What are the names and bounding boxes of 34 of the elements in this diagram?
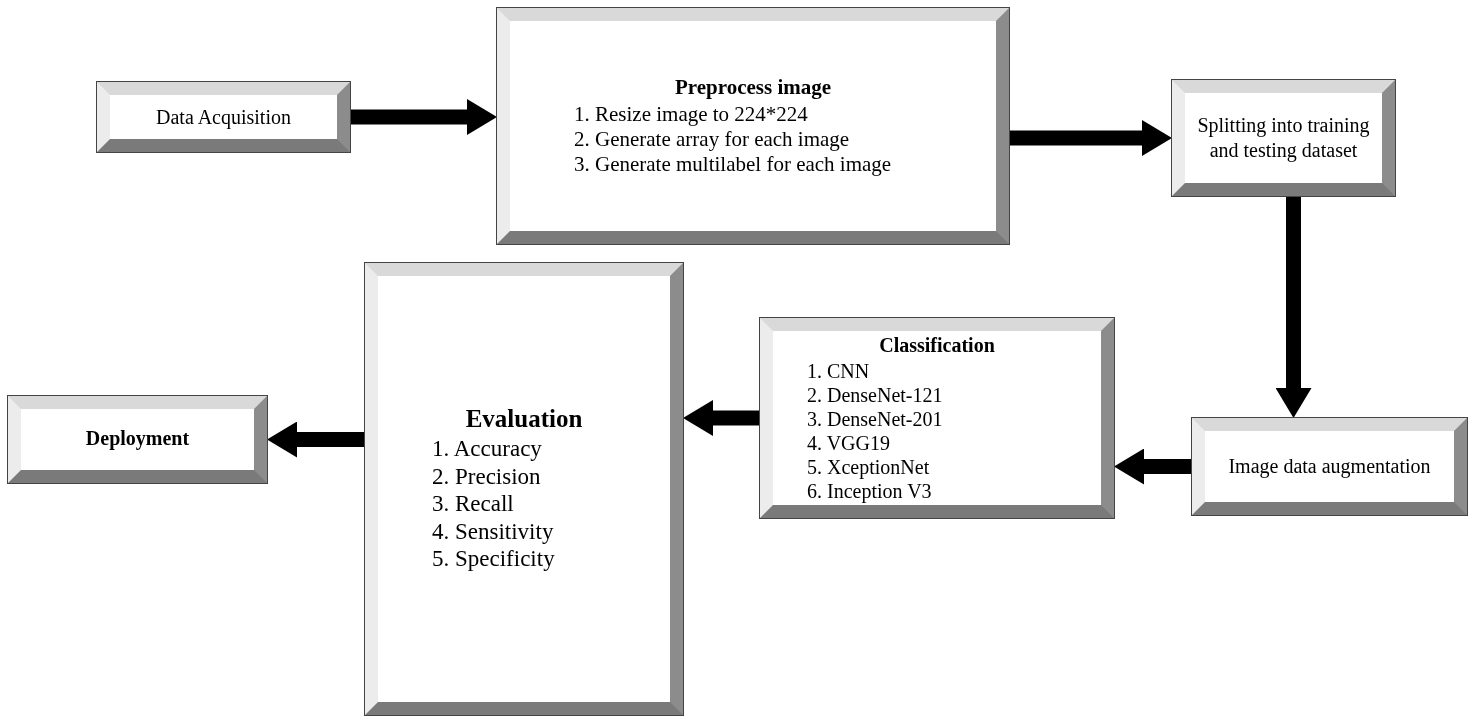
list-item: 3. Recall xyxy=(431,490,515,518)
process-box xyxy=(1172,80,1395,196)
list-item: 3. Generate multilabel for each image xyxy=(573,152,893,178)
arrow xyxy=(1009,120,1172,156)
list-item: 4. VGG19 xyxy=(806,430,891,455)
process-box xyxy=(8,396,267,483)
process-box xyxy=(497,8,1009,244)
arrow xyxy=(267,421,365,458)
arrow xyxy=(350,99,497,135)
box-label: Data Acquisition xyxy=(155,104,292,130)
arrow xyxy=(683,400,760,436)
arrow xyxy=(1114,448,1192,485)
list-item: 3. DenseNet-201 xyxy=(806,406,944,431)
arrow xyxy=(1275,196,1312,418)
list-item: 5. Specificity xyxy=(431,545,556,573)
list-item: 1. CNN xyxy=(806,358,871,383)
list-item: 4. Sensitivity xyxy=(431,517,555,546)
list-item: 2. DenseNet-121 xyxy=(806,382,944,407)
box-heading: Evaluation xyxy=(464,405,584,433)
process-box xyxy=(1192,418,1467,515)
box-heading: Deployment xyxy=(84,427,191,450)
list-item: 6. Inception V3 xyxy=(806,479,933,503)
box-label: Image data augmentation xyxy=(1227,454,1432,479)
list-item: 1. Accuracy xyxy=(431,435,543,463)
box-heading: Preprocess image xyxy=(673,74,833,100)
process-box xyxy=(97,82,350,152)
box-heading: Classification xyxy=(878,333,996,357)
list-item: 1. Resize image to 224*224 xyxy=(573,101,809,127)
list-item: 2. Generate array for each image xyxy=(573,126,851,153)
box-label: Splitting into training and testing dataset xyxy=(1196,113,1371,163)
process-box xyxy=(365,263,683,715)
list-item: 2. Precision xyxy=(431,462,542,491)
process-box xyxy=(760,318,1114,518)
list-item: 5. XceptionNet xyxy=(806,454,931,479)
